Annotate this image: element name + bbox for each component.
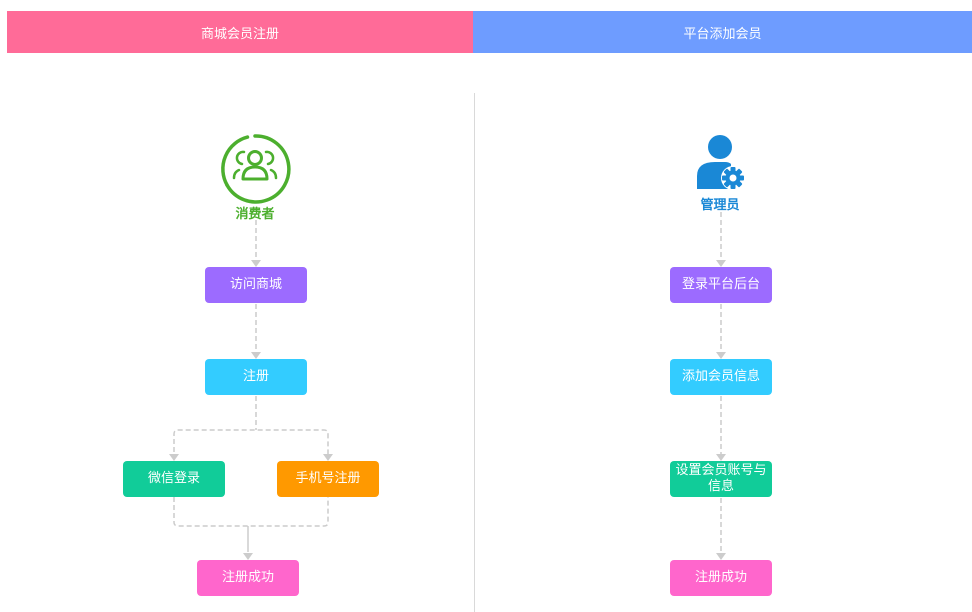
arrow-to-phone (323, 454, 333, 461)
left-section-title: 商城会员注册 (200, 26, 279, 42)
left-section-header: 商城会员注册 (7, 11, 473, 53)
admin-gear-icon (697, 135, 745, 190)
right-section-title: 平台添加会员 (683, 26, 762, 42)
arrow-to-add (716, 352, 726, 359)
right-section-header: 平台添加会员 (473, 11, 972, 53)
arrow-to-left-success (243, 553, 253, 560)
arrow-to-wechat (169, 454, 179, 461)
arrow-to-right-success (716, 553, 726, 560)
step-add-member-info: 添加会员信息 (670, 359, 772, 395)
admin-label: 管理员 (700, 198, 740, 213)
step-login-backend: 登录平台后台 (670, 267, 772, 303)
step-visit-mall: 访问商城 (205, 267, 307, 303)
connector-merge (173, 497, 329, 527)
step-right-register-success: 注册成功 (670, 560, 772, 596)
step-wechat-login: 微信登录 (123, 461, 225, 497)
arrow-to-register (251, 352, 261, 359)
section-divider (474, 93, 475, 612)
arrow-to-set (716, 454, 726, 461)
consumer-group-icon (221, 134, 291, 204)
step-phone-register: 手机号注册 (277, 461, 379, 497)
step-set-member-account: 设置会员账号与信息 (670, 461, 772, 497)
connector-split (173, 429, 329, 460)
step-left-register-success: 注册成功 (197, 560, 299, 596)
arrow-to-login (716, 260, 726, 267)
arrow-to-visit (251, 260, 261, 267)
consumer-label: 消费者 (235, 207, 275, 222)
step-register: 注册 (205, 359, 307, 395)
